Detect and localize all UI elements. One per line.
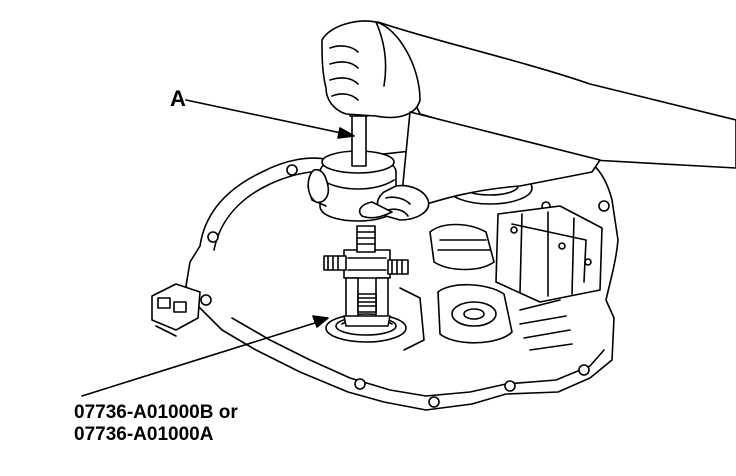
leader-lines	[81, 99, 355, 397]
callout-a-label: A	[170, 86, 186, 111]
puller-tool	[307, 107, 409, 327]
tool-part-number-line1: 07736-A01000B or	[74, 402, 238, 423]
lower-hand	[307, 111, 601, 221]
tool-part-number-label: 07736-A01000B or 07736-A01000A	[74, 402, 238, 446]
tool-part-number-line2: 07736-A01000A	[74, 424, 214, 445]
upper-hand	[321, 20, 736, 169]
